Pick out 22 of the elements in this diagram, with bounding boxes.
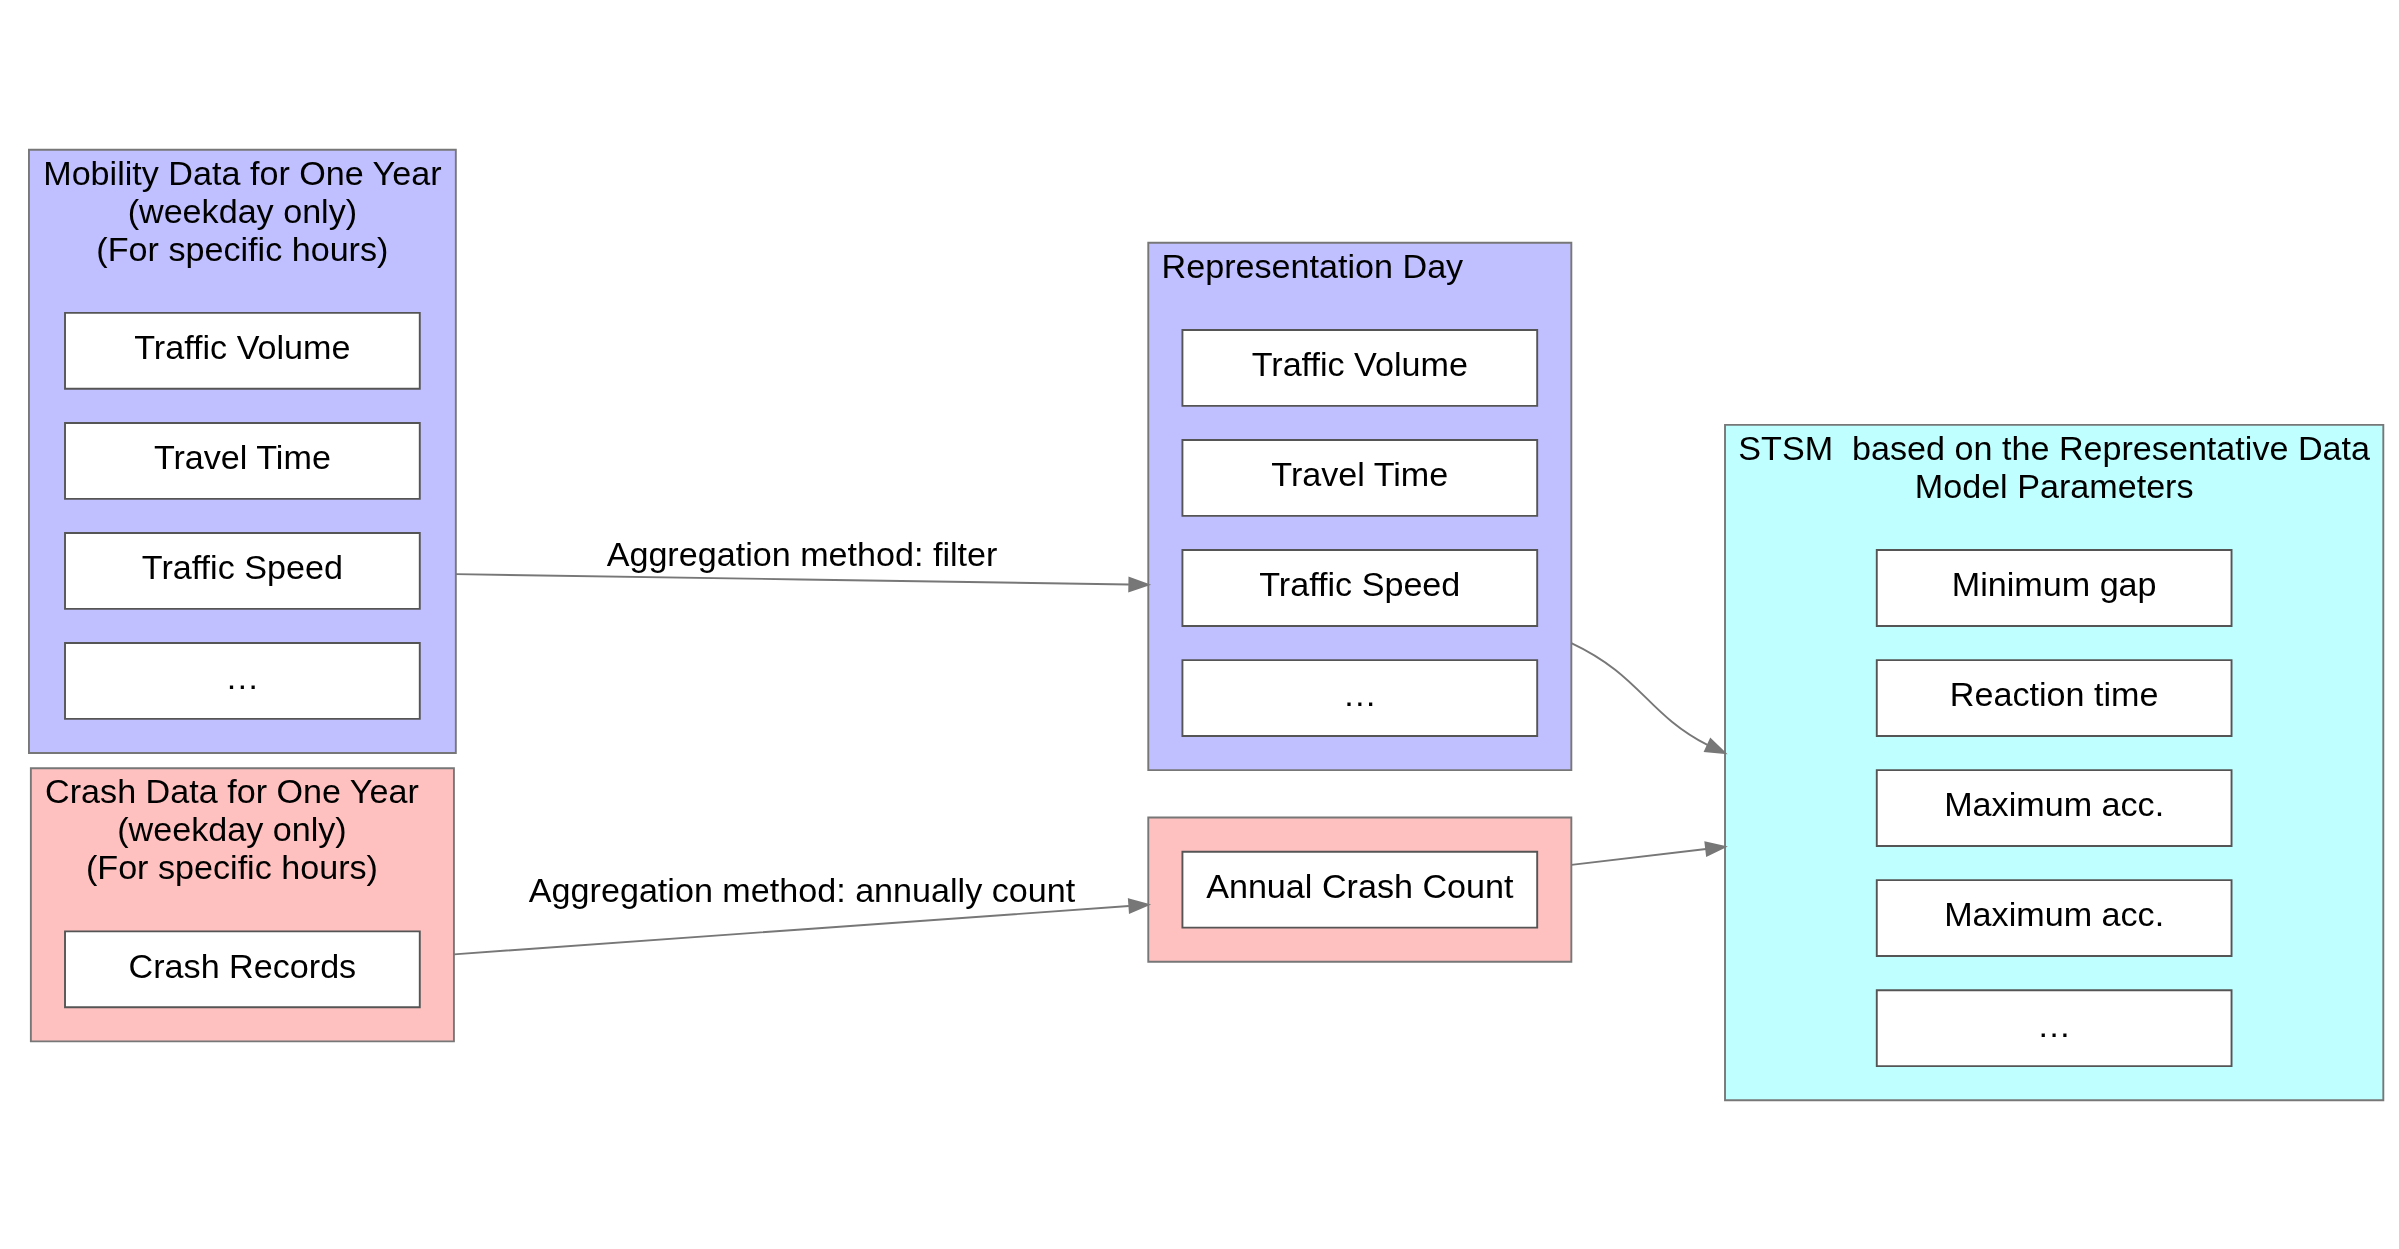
node-box: Traffic Volume bbox=[1181, 328, 1539, 407]
node-box: … bbox=[1181, 658, 1539, 737]
node-box: Traffic Speed bbox=[64, 531, 421, 610]
arrow bbox=[1570, 641, 1728, 754]
node-box: Minimum gap bbox=[1875, 548, 2233, 627]
arrow bbox=[1570, 840, 1728, 866]
node-box: … bbox=[64, 641, 421, 720]
node-box: Annual Crash Count bbox=[1181, 850, 1539, 929]
node-box: Travel Time bbox=[64, 421, 421, 500]
arrow bbox=[452, 897, 1152, 955]
node-box: Maximum acc. bbox=[1875, 878, 2233, 957]
node-box: Travel Time bbox=[1181, 438, 1539, 517]
node-box: Maximum acc. bbox=[1875, 768, 2233, 847]
node-box: Traffic Speed bbox=[1181, 548, 1539, 627]
node-box: Crash Records bbox=[64, 929, 421, 1008]
cluster bbox=[1147, 816, 1573, 963]
edge-label: Aggregation method: filter bbox=[606, 534, 998, 573]
node-box: Traffic Volume bbox=[64, 311, 421, 390]
node-box: Reaction time bbox=[1875, 658, 2233, 737]
node-box: … bbox=[1875, 988, 2233, 1067]
arrow bbox=[454, 572, 1152, 592]
edge-label: Aggregation method: annually count bbox=[528, 870, 1076, 909]
